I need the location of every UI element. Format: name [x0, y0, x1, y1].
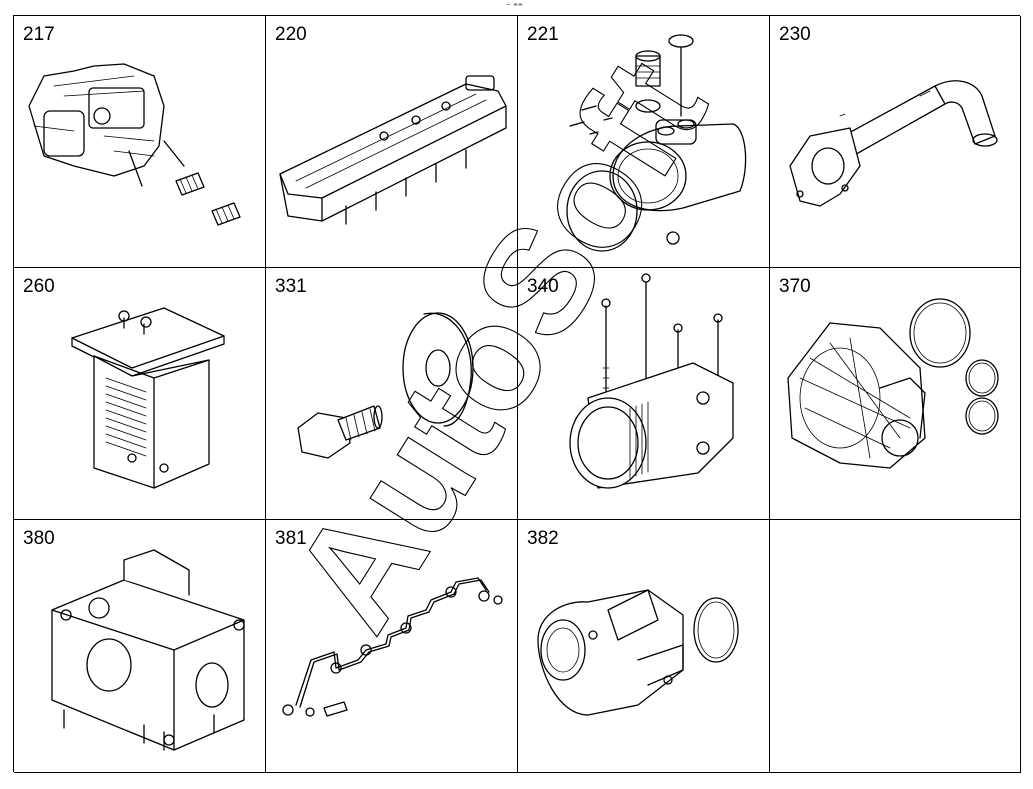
part-cell-331[interactable]: 331	[266, 268, 518, 520]
part-cell-381[interactable]: 381	[266, 520, 518, 773]
part-cell-370[interactable]: 370	[770, 268, 1021, 520]
part-cell-380[interactable]: 380	[14, 520, 266, 773]
part-number: 381	[275, 528, 307, 549]
part-number: 221	[527, 24, 559, 45]
part-cell-220[interactable]: 220	[266, 16, 518, 268]
part-number: 340	[527, 276, 559, 297]
block-housing-illustration	[51, 549, 245, 751]
parts-grid: 217 220 221	[13, 15, 1021, 773]
part-cell-340[interactable]: 340	[518, 268, 770, 520]
thermostat-housing-illustration	[566, 34, 747, 252]
part-number: 220	[275, 24, 307, 45]
bolt-washer-illustration	[297, 312, 474, 459]
outlet-elbow-illustration	[537, 589, 739, 716]
part-cell-230[interactable]: 230	[770, 16, 1021, 268]
part-number: 370	[779, 276, 811, 297]
injection-lines-illustration	[282, 577, 503, 717]
part-number: 331	[275, 276, 307, 297]
part-cell-221[interactable]: 221	[518, 16, 770, 268]
housing-orings-illustration	[787, 298, 999, 469]
part-cell-260[interactable]: 260	[14, 268, 266, 520]
ac-compressor-illustration	[569, 273, 734, 489]
part-number: 380	[23, 528, 55, 549]
engine-fitting-illustration	[28, 63, 241, 226]
pipe-flange-illustration	[789, 80, 998, 207]
part-cell-217[interactable]: 217	[14, 16, 266, 268]
empty-cell	[770, 520, 1021, 773]
fuel-rail-illustration	[279, 75, 507, 225]
part-number: 217	[23, 24, 55, 45]
part-number: 260	[23, 276, 55, 297]
part-number: 230	[779, 24, 811, 45]
part-cell-382[interactable]: 382	[518, 520, 770, 773]
part-number: 382	[527, 528, 559, 549]
oil-cooler-illustration	[71, 307, 225, 489]
top-mark: ⁻ ⁼⁼	[506, 1, 523, 11]
